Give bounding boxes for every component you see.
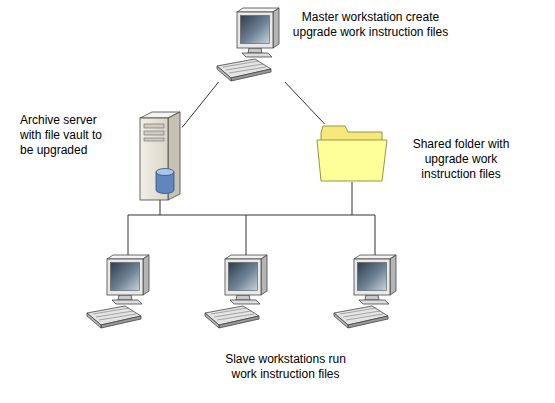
- device-label: Shared folder with upgrade work instruct…: [411, 137, 511, 182]
- device-label: Slave workstations run work instruction …: [218, 352, 353, 382]
- shared-folder-icon: [317, 126, 387, 181]
- slave-workstation-icons: [87, 255, 396, 328]
- device-label: Master workstation create upgrade work i…: [288, 10, 453, 40]
- device-node: Archive server with file vault to be upg…: [138, 110, 182, 200]
- device-node: Master workstation create upgrade work i…: [213, 6, 285, 82]
- network-bus: [160, 215, 352, 255]
- network-link: [182, 82, 219, 128]
- device-node: Slave workstations run work instruction …: [80, 255, 410, 335]
- network-link: [285, 82, 325, 124]
- network-link: [352, 182, 375, 255]
- device-label: Archive server with file vault to be upg…: [20, 113, 115, 158]
- device-node: Shared folder with upgrade work instruct…: [316, 124, 388, 182]
- network-link: [128, 200, 160, 255]
- server-tower-icon: [140, 112, 180, 200]
- master-workstation-icon: [217, 8, 279, 81]
